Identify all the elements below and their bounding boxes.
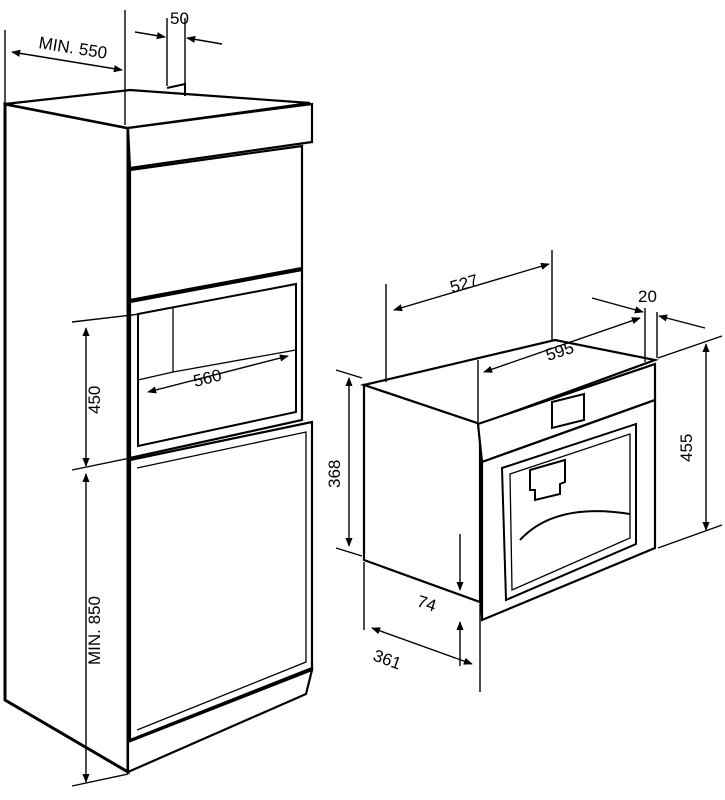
dim-front-thickness: 20 [591,287,706,362]
dim-appliance-total-height: 455 [657,335,723,549]
coffee-spout [529,458,566,502]
dim-label-body-height: 368 [325,460,344,488]
lower-door-inner [136,431,307,731]
dim-label-appliance-depth: 527 [448,271,481,297]
dim-label-niche-height: 450 [85,386,104,414]
dim-top-gap: 50 [134,9,223,86]
dispenser-recess [500,422,637,602]
appliance-side-body [362,383,482,604]
dim-niche-height: 450 [71,313,141,471]
coffee-machine [359,338,660,622]
dim-label-base-height: MIN. 850 [85,596,104,665]
display-screen [551,392,585,430]
cabinet-top-rail [126,102,314,170]
cabinet-plinth [126,668,314,774]
dispenser-recess-inner [509,433,631,591]
dim-label-front-offset: 74 [415,592,439,616]
dim-body-height: 368 [325,369,363,557]
cabinet-upper-door [128,144,304,302]
cabinet-lower-door [128,420,314,742]
cabinet-top [4,88,311,130]
dim-label-top-gap: 50 [170,9,189,28]
dim-label-appliance-total-height: 455 [677,434,696,462]
cabinet-niche-opening [137,282,297,448]
cup-tray [519,510,631,541]
dim-label-front-thickness: 20 [638,287,657,306]
dim-label-body-depth: 361 [371,646,404,674]
cabinet-side-panel [3,102,130,775]
appliance-front [480,398,657,622]
tall-cabinet [3,82,314,775]
dim-base-height: MIN. 850 [71,473,129,787]
